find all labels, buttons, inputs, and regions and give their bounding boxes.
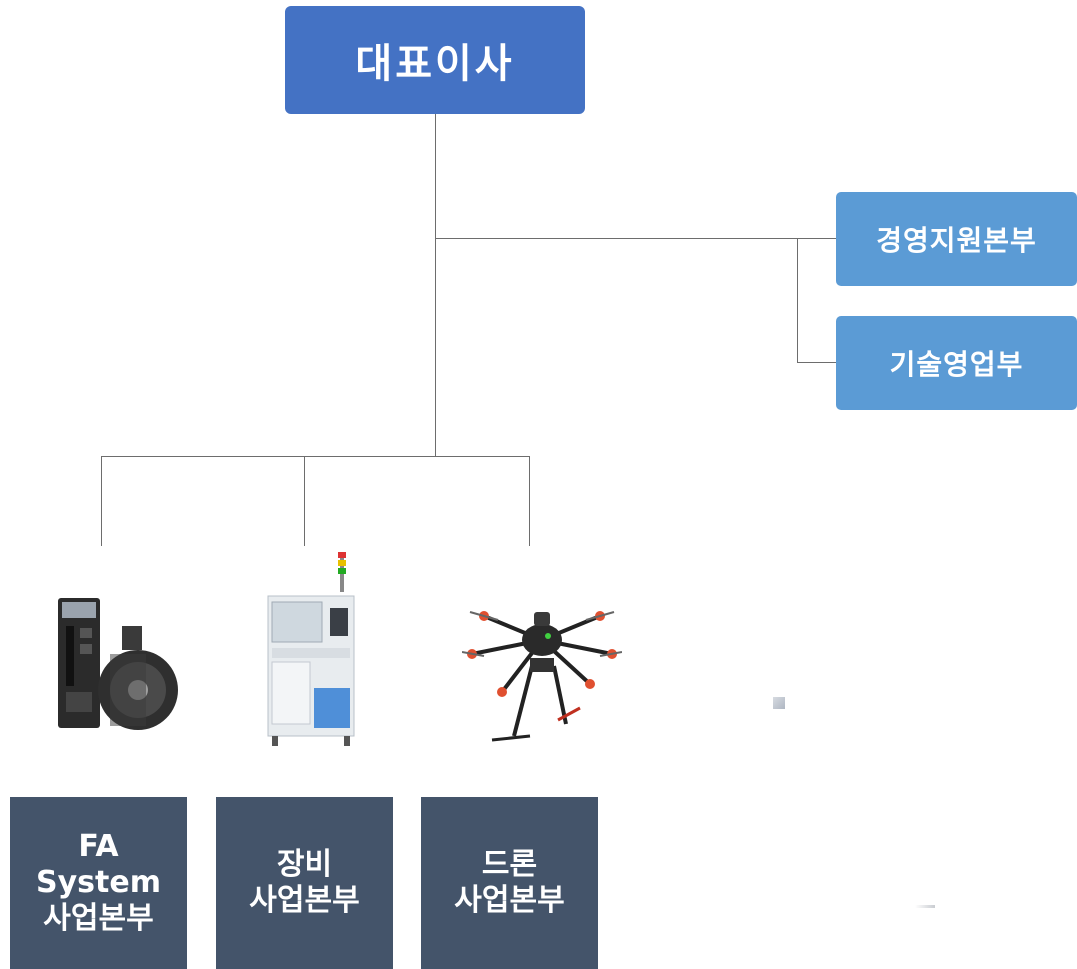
- connector-staff-branch: [435, 238, 836, 239]
- division-box-equipment: 장비 사업본부: [216, 797, 393, 969]
- division-label-line: 장비: [276, 847, 333, 882]
- connector-division-2: [304, 456, 305, 546]
- division-label-line: 사업본부: [454, 883, 565, 918]
- decorative-square: [773, 697, 785, 709]
- staff-box-technical-sales: 기술영업부: [836, 316, 1077, 410]
- connector-ceo-trunk: [435, 114, 436, 456]
- connector-staff-vertical: [797, 238, 798, 362]
- division-label-line: 드론: [481, 847, 538, 882]
- division-label-line: FA: [78, 829, 119, 864]
- decorative-mark: [915, 905, 935, 908]
- connector-division-bar: [101, 456, 530, 457]
- connector-division-3: [529, 456, 530, 546]
- equipment-machine-image: [267, 552, 355, 746]
- staff-label: 기술영업부: [889, 348, 1024, 381]
- connector-staff-2: [797, 362, 836, 363]
- division-box-fa-system: FA System 사업본부: [10, 797, 187, 969]
- staff-label: 경영지원본부: [876, 224, 1037, 257]
- division-label-line: 사업본부: [249, 883, 360, 918]
- division-label-line: System: [36, 865, 161, 900]
- ceo-label: 대표이사: [355, 41, 515, 87]
- division-label-line: 사업본부: [43, 901, 154, 936]
- staff-box-management-support: 경영지원본부: [836, 192, 1077, 286]
- division-box-drone: 드론 사업본부: [421, 797, 598, 969]
- drone-image: [462, 611, 622, 742]
- servo-motor-image: [58, 598, 178, 730]
- ceo-box: 대표이사: [285, 6, 585, 114]
- connector-division-1: [101, 456, 102, 546]
